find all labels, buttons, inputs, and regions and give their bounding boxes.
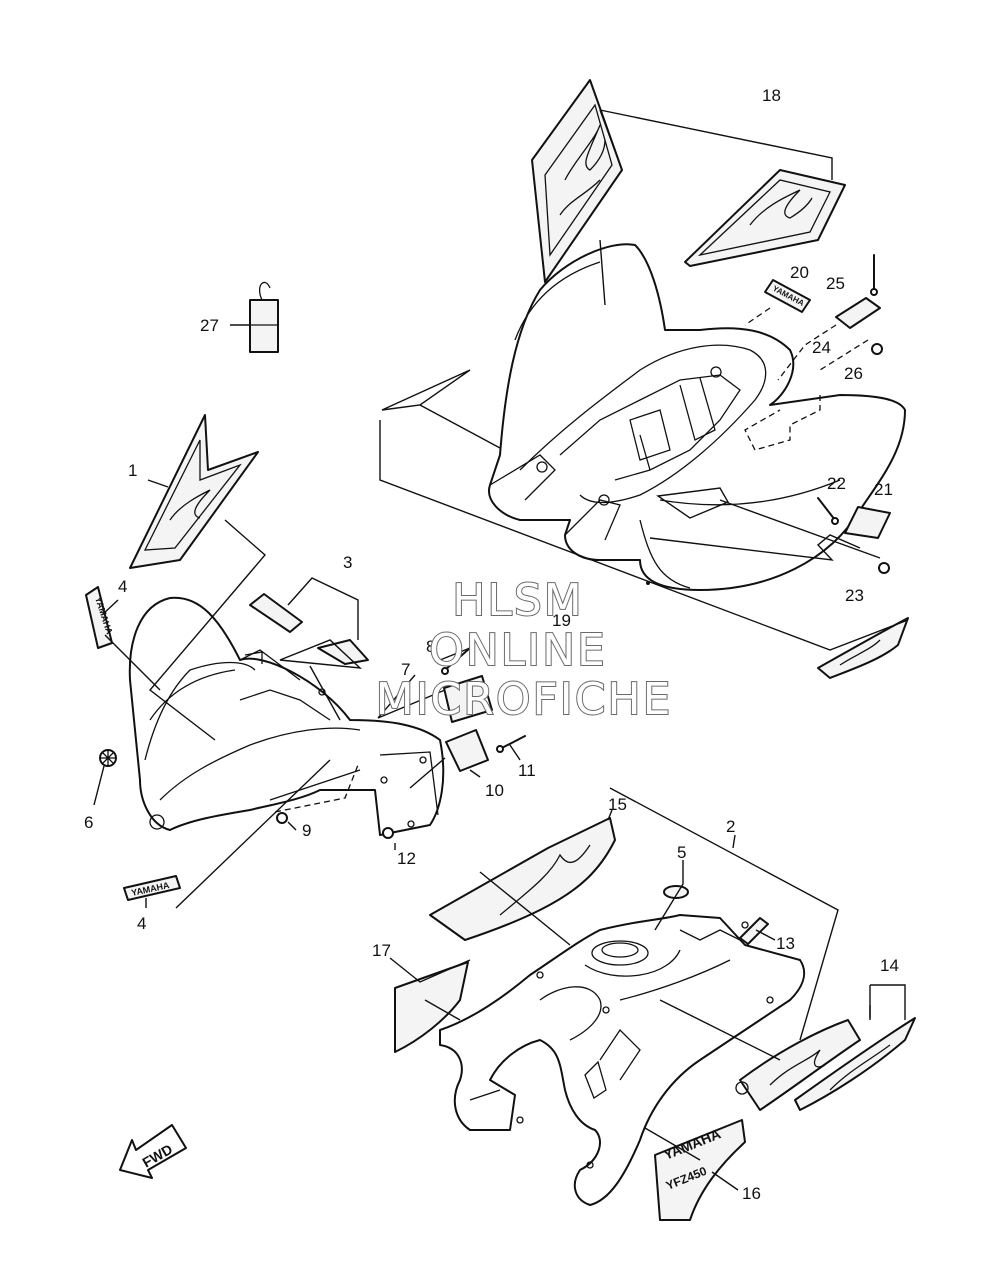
callout-1: 1: [128, 461, 137, 480]
decal-17: [394, 961, 469, 1053]
part-23-nut: [878, 562, 890, 574]
callout-17: 17: [372, 941, 391, 960]
decal-4-upper: YAMAHA: [85, 586, 115, 649]
watermark-line-3: MICROFICHE: [376, 674, 673, 725]
callout-14: 14: [880, 956, 899, 975]
callout-13: 13: [776, 934, 795, 953]
watermark-line-1: HLSM: [452, 575, 584, 626]
callout-4-lower: 4: [137, 914, 146, 933]
part-20-sticker: YAMAHA: [764, 279, 811, 313]
part-27-tag: [249, 281, 279, 353]
callout-20: 20: [790, 263, 809, 282]
callout-24: 24: [812, 338, 831, 357]
part-9-nut: [276, 812, 288, 824]
decal-18-left: [531, 79, 623, 283]
callout-9: 9: [302, 821, 311, 840]
part-24-plate: [835, 297, 881, 329]
part-8-rivet: [441, 647, 471, 675]
front-fender: [128, 596, 445, 836]
decal-16: YAMAHA YFZ450: [654, 1119, 746, 1221]
callout-26: 26: [844, 364, 863, 383]
part-12-nut: [382, 827, 394, 839]
watermark: HLSM ONLINE MICROFICHE: [375, 574, 673, 726]
callout-10: 10: [485, 781, 504, 800]
part-21-plate: [844, 506, 891, 539]
callout-5: 5: [677, 843, 686, 862]
decal-15: [429, 817, 616, 941]
callout-18: 18: [762, 86, 781, 105]
side-cover-assembly: [439, 914, 806, 1206]
part-25-rivet: [870, 254, 878, 296]
callout-21: 21: [874, 480, 893, 499]
decal-18-right: [684, 169, 846, 267]
decal-5: [663, 885, 689, 899]
callout-22: 22: [827, 474, 846, 493]
rear-fender: [488, 243, 906, 591]
part-6-emblem: [99, 749, 117, 767]
decal-4-lower: YAMAHA: [123, 875, 181, 901]
decal-3-a: [249, 593, 303, 633]
part-26-nut: [871, 343, 883, 355]
callout-2: 2: [726, 817, 735, 836]
callout-19: 19: [552, 611, 571, 630]
callout-7: 7: [401, 660, 410, 679]
fwd-arrow-icon: FWD: [119, 1124, 187, 1179]
callout-23: 23: [845, 586, 864, 605]
callout-25: 25: [826, 274, 845, 293]
callout-16: 16: [742, 1184, 761, 1203]
callout-3: 3: [343, 553, 352, 572]
leader-lines: [93, 109, 909, 1191]
decal-14: [735, 1017, 916, 1111]
callout-8: 8: [426, 637, 435, 656]
decal-1: [129, 414, 259, 569]
part-10-plate: [445, 729, 489, 772]
callout-6: 6: [84, 813, 93, 832]
watermark-line-2: ONLINE: [429, 625, 607, 676]
callout-11: 11: [518, 761, 536, 780]
callout-27: 27: [200, 316, 219, 335]
callout-labels: 1 2 3 4 4 5 6 7 8 9 10 11 12 13 14 15 16…: [84, 86, 899, 1203]
decal-13: [739, 917, 769, 945]
callout-4-upper: 4: [118, 577, 127, 596]
decal-rear-lower: [817, 617, 909, 679]
part-11-rivet: [496, 735, 526, 753]
part-7-plate: [443, 675, 493, 723]
callout-15: 15: [608, 795, 627, 814]
callout-12: 12: [397, 849, 416, 868]
part-22-rivet: [817, 497, 839, 525]
